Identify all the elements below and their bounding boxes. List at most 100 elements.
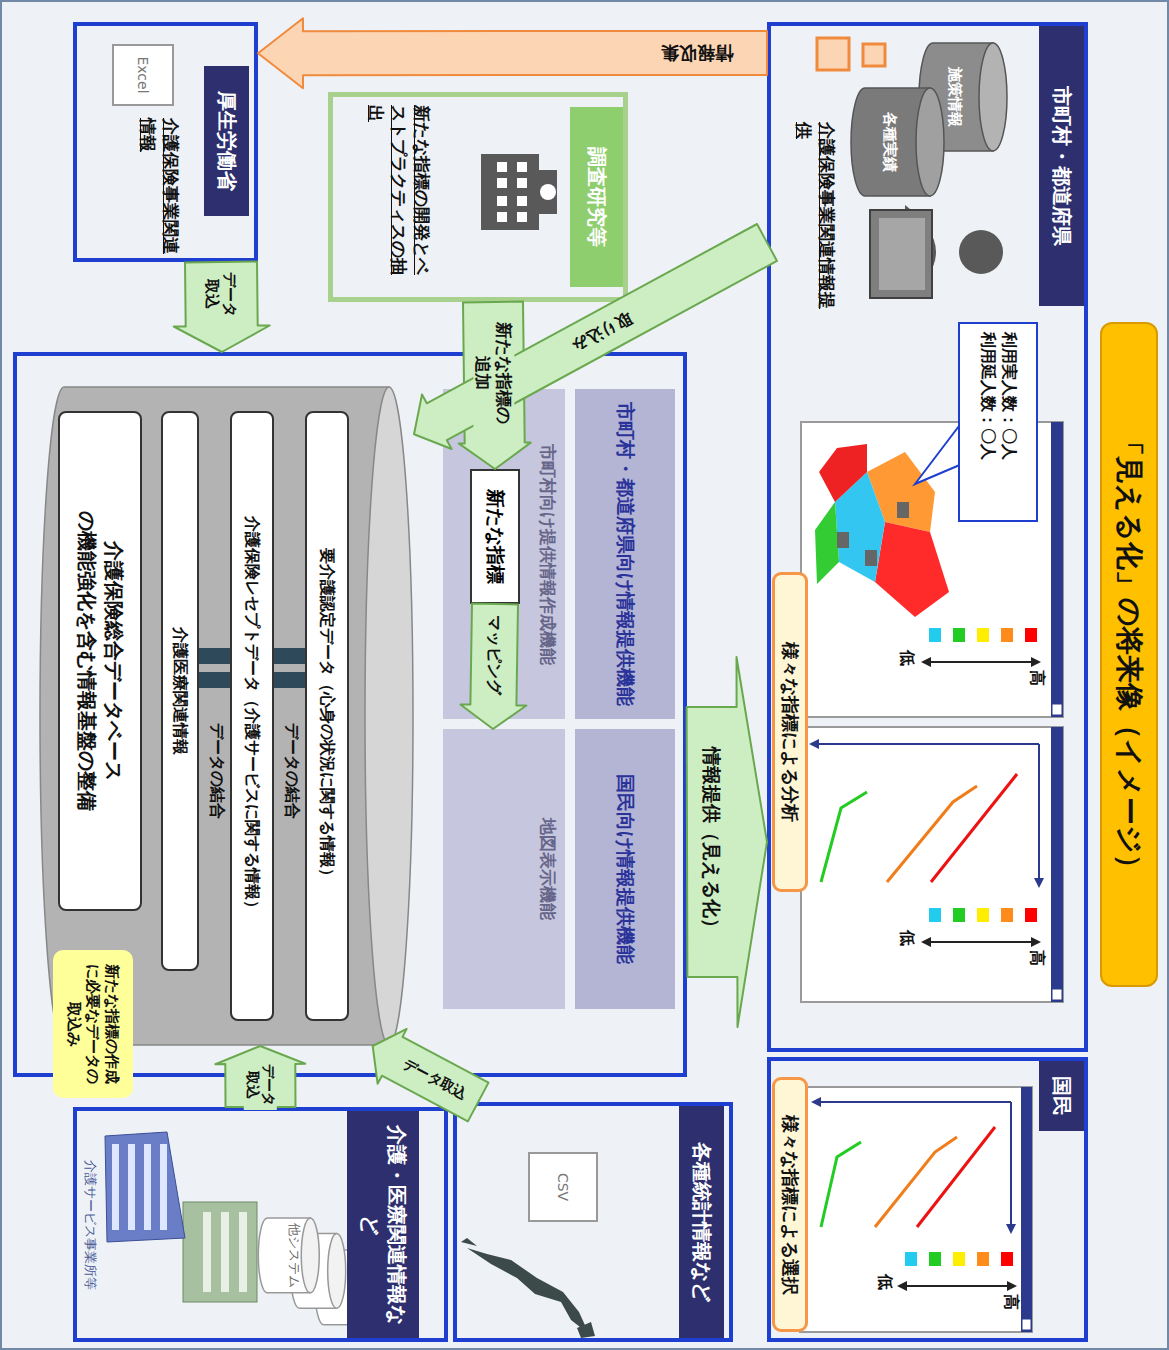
arrow-label: データ取込: [244, 1060, 278, 1110]
research-building-part: [497, 212, 507, 222]
node-text: 介護保険事業関連情報提供: [792, 122, 838, 317]
function-box: 国民向け情報提供機能: [575, 729, 675, 1009]
text-slot: 厚生労働省: [204, 66, 249, 216]
text-group: 各種実績: [877, 104, 902, 180]
screen-window-part: [929, 908, 941, 922]
node-text: CSV: [555, 1173, 571, 1201]
cylinder-shape-part: [365, 387, 413, 1045]
screen-window-part: [915, 422, 962, 484]
node-text: 市町村向け提供情報作成機能: [536, 389, 559, 719]
screen-window-part: [815, 502, 839, 584]
screen-window-part: [800, 1087, 1032, 1332]
arrow-label-slot: 新たな指標の追加: [473, 316, 514, 430]
database-cylinder: データの結合データの結合要介護認定データ（心身の状況に関する情報）介護保険レセプ…: [39, 386, 414, 1046]
data-cylinder: 各種実績: [850, 87, 945, 197]
screen-window-part: [1022, 1319, 1031, 1330]
label-slot: 高: [1000, 1294, 1021, 1310]
arrow-label: 情報収集: [659, 42, 735, 64]
text-slot: 介護保険事業関連情報提供: [792, 122, 838, 317]
arrow-label: 新たな指標の追加: [473, 316, 514, 430]
label-slot: 低: [874, 1274, 895, 1290]
research-building-part: [481, 154, 539, 230]
text-group: 介護保険レセプトデータ（介護サービスに関する情報）: [239, 508, 266, 924]
node-text: 施策情報: [946, 67, 965, 127]
screen-window-part: [921, 657, 931, 667]
research-building-part: [517, 178, 527, 188]
node-text: 調査研究等: [570, 107, 623, 287]
screen-window-part: [819, 444, 867, 502]
screen-window-part: [865, 550, 877, 566]
text-group: 介護医療関連情報: [167, 619, 194, 763]
research-building-part: [517, 212, 527, 222]
screen-window-part: [921, 937, 931, 947]
info-panel: 厚生労働省介護保険事業関連情報 Excel: [73, 22, 258, 262]
research-building-part: [540, 184, 556, 200]
screen-window-part: [837, 532, 849, 548]
info-panel: 国民様々な指標による選択: [767, 1057, 1088, 1342]
screen-window-part: [1001, 1252, 1013, 1266]
screen-window-part: [1001, 908, 1013, 922]
note-box: 新たな指標の作成に必要なデータの取込み: [53, 950, 133, 1098]
research-building-part: [537, 170, 557, 214]
node-text: 介護・医療関連情報など: [347, 1111, 419, 1338]
research-building-part: [497, 178, 507, 188]
person-icon-part: [870, 210, 932, 298]
node-text: 新たな指標の開発とベストプラクティスの抽出: [364, 105, 433, 289]
screen-window-part: [977, 628, 989, 642]
scale-label: 低: [896, 650, 917, 666]
research-building-part: [517, 162, 527, 172]
node-text: 介護サービス事業所等: [81, 1117, 99, 1332]
screen-window-part: [931, 774, 1017, 882]
screen-window-part: [897, 1281, 907, 1291]
text-slot: 介護サービス事業所等: [81, 1117, 99, 1332]
research-building-part: [497, 162, 507, 172]
text-group: 施策情報: [943, 59, 968, 135]
node-text: 国民向け情報提供機能: [612, 774, 638, 964]
arrow-label: データ取込: [203, 267, 239, 321]
screen-window-part: [801, 727, 1063, 1002]
label-slot: 低: [896, 650, 917, 666]
cylinder-shape-part: [269, 648, 309, 664]
scale-label: 低: [896, 930, 917, 946]
arrow-label-slot: 情報収集: [659, 42, 735, 64]
screen-window-part: [917, 1127, 995, 1227]
text-group: 様々な指標による選択: [775, 1107, 805, 1303]
block-arrow: [174, 262, 270, 352]
function-box: 市町村向け提供情報作成機能 新たな指標: [443, 389, 565, 719]
scale-label: 高: [1026, 670, 1047, 686]
screen-window-part: [1025, 628, 1037, 642]
research-building: [481, 154, 557, 230]
screen-window: [800, 1087, 1032, 1332]
care-buildings-part: [112, 1144, 119, 1230]
cylinder-shape-part: [352, 1250, 370, 1325]
care-buildings: [105, 1132, 257, 1302]
source-panel: 各種統計情報などCSV: [453, 1102, 733, 1342]
screen-window-part: [809, 739, 819, 749]
node-text: 介護保険事業関連情報: [136, 118, 182, 254]
cylinder-shape-part: [269, 672, 309, 688]
japan-map-part: [461, 1238, 477, 1246]
text-slot: 調査研究等: [570, 107, 623, 287]
node-text: 介護保険総合データベース の機能強化を含む情報基盤の整備: [73, 421, 127, 901]
care-buildings-part: [160, 1144, 167, 1230]
screen-window-part: [905, 1252, 917, 1266]
arrow-label-slot: マッピング: [485, 613, 504, 697]
text-group: 介護保険総合データベース の機能強化を含む情報基盤の整備: [70, 413, 130, 909]
screen-window-part: [815, 743, 1039, 745]
care-buildings-part: [128, 1144, 135, 1230]
japan-map: [461, 1238, 595, 1338]
node-text: 新たな指標: [482, 489, 508, 584]
arrow-label: 取り込み: [567, 307, 636, 356]
data-bar: 要介護認定データ（心身の状況に関する情報）: [305, 411, 349, 1021]
care-buildings-part: [239, 1212, 247, 1292]
text-group: 市町村・都道府県向け情報提供機能: [609, 394, 641, 714]
node-text: 他システム: [285, 1217, 303, 1294]
node-text: 各種実績: [880, 112, 899, 172]
screen-window-part: [1052, 704, 1062, 715]
node-text: 市町村・都道府県向け情報提供機能: [612, 402, 638, 706]
node-text: 国民: [1039, 1061, 1084, 1131]
label-slot: 低: [896, 930, 917, 946]
excel-icon: Excel: [112, 44, 174, 106]
info-panel: 市町村・都道府県介護保険事業関連情報提供施策情報各種実績利用実人数：〇人 利用延…: [767, 22, 1088, 1052]
screen-label: 様々な指標による選択: [772, 1077, 808, 1332]
